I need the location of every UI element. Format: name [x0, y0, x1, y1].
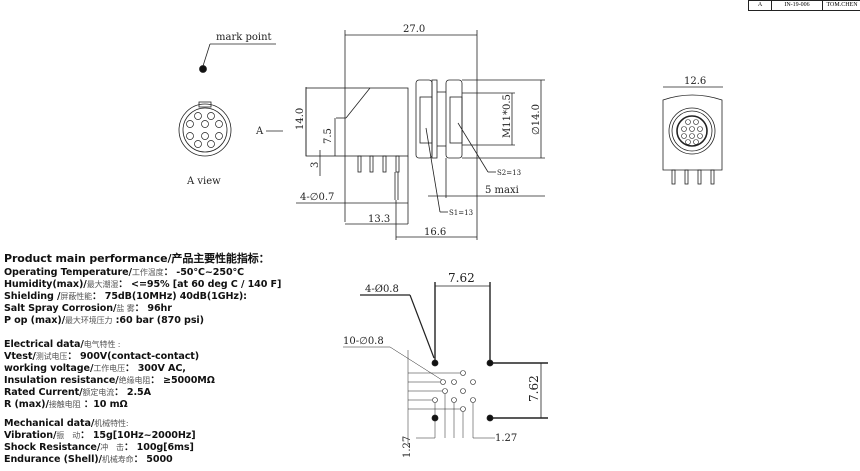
- spec-label-cn: 工作温度: [131, 268, 164, 277]
- spec-label: Rated Current/: [4, 387, 83, 398]
- dim-7-62-y: 7.62: [527, 375, 541, 402]
- spec-list: Product main performance/产品主要性能指标： Opera…: [4, 253, 281, 466]
- spec-value: ： 96hr: [134, 303, 172, 314]
- dim-1-27-left: 1.27: [402, 436, 413, 458]
- dim-13-3: 13.3: [368, 214, 390, 225]
- spec-label-cn: 振 动: [56, 431, 81, 440]
- spec-row: R (max)/接触电阻 ：10 mΩ: [4, 399, 281, 411]
- dim-5-maxi: 5 maxi: [485, 185, 519, 196]
- spec-label: Shielding /: [4, 291, 61, 302]
- spec-value: ： 75dB(10MHz) 40dB(1GHz):: [92, 291, 247, 302]
- spec-row: Rated Current/额定电流： 2.5A: [4, 387, 281, 399]
- dim-7-5: 7.5: [323, 128, 334, 144]
- spec-label: Operating Temperature/: [4, 267, 132, 278]
- spec-row: Humidity(max)/最大潮湿： <=95% [at 60 deg C /…: [4, 279, 281, 291]
- spec-label-cn: 工作电压: [93, 364, 125, 373]
- spec-label-cn: 绝缘电阻: [118, 376, 151, 385]
- dim-s1: S1=13: [449, 209, 473, 217]
- mark-point-callout: mark point: [199, 32, 276, 73]
- spec-value: ： -50℃~250℃: [163, 267, 245, 278]
- spec-value: ： 100g[6ms]: [123, 442, 194, 453]
- spec-label-cn: 最大潮湿: [86, 280, 119, 289]
- spec-label-cn: 测试电压: [35, 352, 68, 361]
- author: TOM.CHEN: [826, 2, 858, 8]
- mark-point-label: mark point: [216, 32, 272, 43]
- spec-row: Operating Temperature/工作温度： -50℃~250℃: [4, 267, 281, 279]
- spec-label: P op (max)/: [4, 315, 66, 326]
- spec-value: ： 300V AC,: [124, 363, 186, 374]
- side-view: A 27.0 14.0 7.5 3 4-∅0.7 13.3 16.6 5 max…: [255, 24, 545, 240]
- electrical-heading: Electrical data/电气特性 :: [4, 339, 281, 351]
- spec-label: Shock Resistance/: [4, 442, 101, 453]
- front-view: 12.6: [662, 76, 723, 185]
- spec-row: Vibration/振 动： 15g[10Hz~2000Hz]: [4, 430, 281, 442]
- spec-label-cn: 盐 雾: [116, 304, 135, 313]
- spec-label: Salt Spray Corrosion/: [4, 303, 117, 314]
- a-arrow-label: A: [255, 126, 264, 137]
- pins: [357, 155, 400, 200]
- spec-value: ： 2.5A: [114, 387, 151, 398]
- spec-label-cn: 接触电阻: [48, 400, 81, 409]
- spec-label-cn: 额定电流: [82, 388, 115, 397]
- dim-12-6: 12.6: [684, 76, 706, 87]
- spec-value: ： ≥5000MΩ: [150, 375, 215, 386]
- document-number: IN-19-006: [772, 1, 823, 10]
- spec-value: :60 bar (870 psi): [112, 315, 204, 326]
- spec-label: R (max)/: [4, 399, 49, 410]
- heading-en: Product main performance/: [4, 252, 172, 265]
- spec-label-cn: 最大环境压力: [65, 316, 113, 325]
- spec-row: Salt Spray Corrosion/盐 雾： 96hr: [4, 303, 281, 315]
- label-10-holes: 10-∅0.8: [343, 336, 384, 347]
- spec-label-cn: 冲 击: [100, 443, 124, 452]
- mark-point-dot: [199, 65, 207, 73]
- a-view-label: A view: [186, 176, 221, 187]
- heading-en: Electrical data/: [4, 339, 84, 350]
- dim-14: 14.0: [295, 108, 306, 130]
- spec-label: Vibration/: [4, 430, 57, 441]
- dim-dia-14: ∅14.0: [531, 104, 542, 135]
- spec-label: Humidity(max)/: [4, 279, 87, 290]
- spec-label: Endurance (Shell)/: [4, 454, 102, 465]
- dim-1-27-right: 1.27: [495, 433, 517, 444]
- spec-value: ： <=95% [at 60 deg C / 140 F]: [118, 279, 282, 290]
- spec-row: P op (max)/最大环境压力 :60 bar (870 psi): [4, 315, 281, 327]
- spec-row: Endurance (Shell)/机械寿命： 5000: [4, 454, 281, 466]
- spec-label-cn: 屏蔽性能: [60, 292, 93, 301]
- spec-label: Insulation resistance/: [4, 375, 119, 386]
- dim-7-62-x: 7.62: [448, 271, 475, 285]
- pcb-footprint: 7.62 7.62 4-Ø0.8 10-∅0.8 1.27 1.27: [343, 271, 548, 458]
- dim-27: 27.0: [403, 24, 425, 35]
- dim-3: 3: [310, 162, 321, 168]
- spec-value: ： 5000: [133, 454, 173, 465]
- spec-value: ： 15g[10Hz~2000Hz]: [80, 430, 196, 441]
- spec-row: working voltage/工作电压： 300V AC,: [4, 363, 281, 375]
- dim-16-6: 16.6: [424, 227, 446, 238]
- heading-cn: 产品主要性能指标：: [171, 252, 270, 265]
- heading-cn: 电气特性 :: [83, 340, 121, 349]
- dim-pin-dia: 4-∅0.7: [300, 192, 334, 203]
- dim-s2: S2=13: [497, 169, 521, 177]
- spec-label: Vtest/: [4, 351, 36, 362]
- spec-row: Vtest/测试电压： 900V(contact-contact): [4, 351, 281, 363]
- label-4-holes: 4-Ø0.8: [365, 284, 399, 295]
- spec-label-cn: 机械寿命: [101, 455, 134, 464]
- spec-row: Shock Resistance/冲 击： 100g[6ms]: [4, 442, 281, 454]
- heading-cn: 机械特性:: [94, 419, 129, 428]
- spec-label: working voltage/: [4, 363, 94, 374]
- mechanical-heading: Mechanical data/机械特性:: [4, 418, 281, 430]
- heading-en: Mechanical data/: [4, 418, 95, 429]
- spec-row: Insulation resistance/绝缘电阻： ≥5000MΩ: [4, 375, 281, 387]
- spec-value: ：10 mΩ: [80, 399, 128, 410]
- a-view-connector-face: A view: [178, 101, 232, 187]
- revision: A: [749, 1, 772, 10]
- spec-value: ： 900V(contact-contact): [67, 351, 200, 362]
- dim-thread: M11*0.5: [502, 94, 513, 138]
- spec-heading: Product main performance/产品主要性能指标：: [4, 253, 281, 265]
- spec-row: Shielding /屏蔽性能： 75dB(10MHz) 40dB(1GHz):: [4, 291, 281, 303]
- title-block: A IN-19-006 TOM.CHEN: [748, 0, 860, 11]
